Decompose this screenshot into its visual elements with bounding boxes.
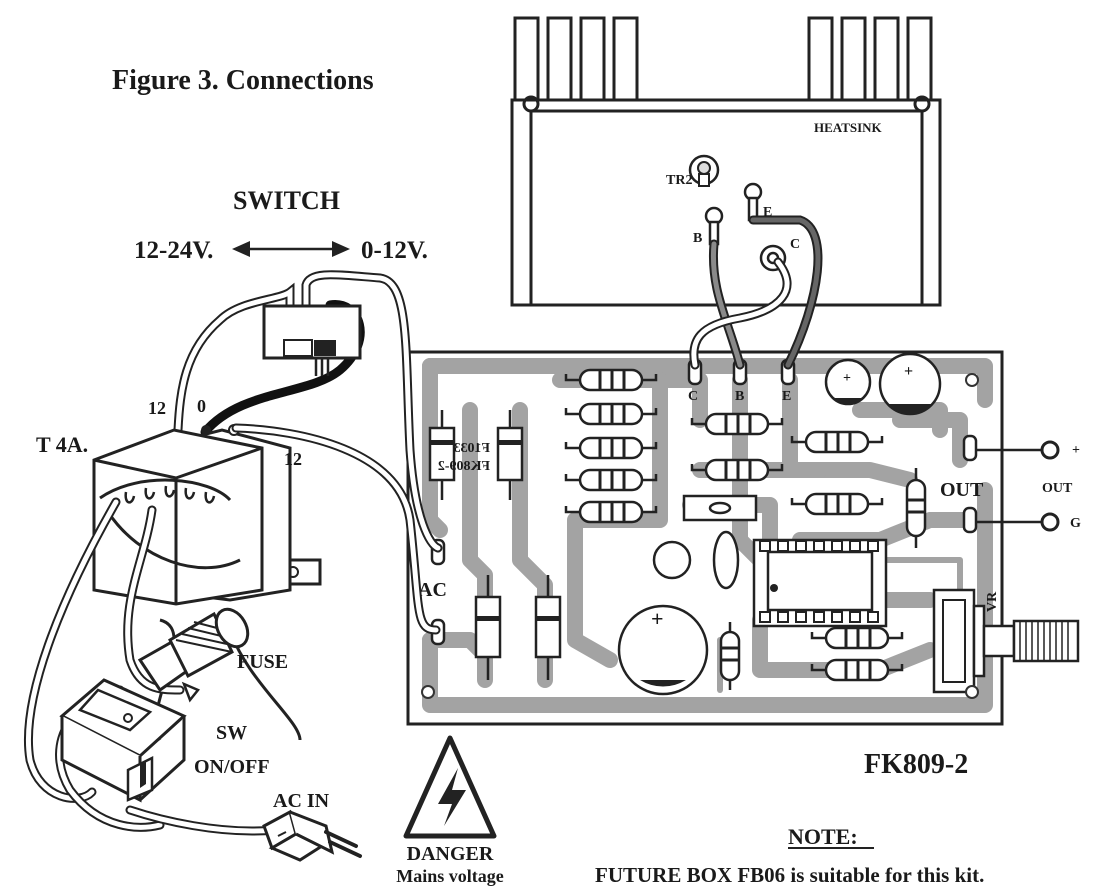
switch-left-range: 12-24V. bbox=[134, 237, 213, 264]
pcb-pin-c-label: C bbox=[688, 389, 698, 404]
transformer-tap-0: 0 bbox=[197, 396, 206, 416]
fuse-label: FUSE bbox=[237, 651, 288, 673]
output-label: OUT bbox=[1042, 481, 1073, 496]
cap-plus-mark-2: + bbox=[904, 363, 913, 380]
cap-plus-mark-1: + bbox=[843, 371, 851, 386]
transformer-icon bbox=[92, 424, 322, 741]
pcb-board: F1033 FK809-2 bbox=[406, 350, 1080, 726]
heatsink-label: HEATSINK bbox=[814, 120, 883, 135]
pcb-out-label: OUT bbox=[940, 479, 984, 501]
heatsink-pin-c-label: C bbox=[790, 237, 800, 252]
diode-icons bbox=[428, 410, 562, 680]
switch-right-range: 0-12V. bbox=[361, 237, 428, 264]
pcb-pin-e-label: E bbox=[782, 389, 791, 404]
regulator-icon bbox=[682, 494, 758, 522]
output-ground-label: G bbox=[1070, 516, 1081, 531]
transformer-tap-12-b: 12 bbox=[284, 449, 302, 469]
switch-title: SWITCH bbox=[233, 186, 340, 215]
heatsink-pin-b-label: B bbox=[693, 231, 702, 246]
double-arrow-icon bbox=[232, 241, 350, 257]
selector-switch bbox=[173, 270, 443, 553]
transformer-tap-12-a: 12 bbox=[148, 398, 166, 418]
heatsink bbox=[510, 16, 942, 307]
cap-plus-mark-3: + bbox=[651, 606, 664, 631]
capacitor-icons bbox=[617, 352, 942, 696]
ic-chip-icon bbox=[752, 538, 888, 628]
potentiometer-icon bbox=[932, 588, 1080, 694]
heatsink-pin-e-label: E bbox=[763, 205, 772, 220]
pcb-pin-b-label: B bbox=[735, 389, 744, 404]
figure-title: Figure 3. Connections bbox=[112, 65, 374, 96]
vr-label: VR bbox=[985, 591, 1000, 612]
power-switch-icon bbox=[59, 678, 187, 803]
danger-label: DANGER bbox=[407, 843, 494, 865]
output-terminals bbox=[976, 440, 1060, 532]
note-text: FUTURE BOX FB06 is suitable for this kit… bbox=[595, 863, 984, 887]
tr2-mount-icon bbox=[688, 154, 720, 187]
note-heading: NOTE: bbox=[788, 824, 858, 849]
ac-label: AC bbox=[418, 579, 447, 601]
silkscreen-text-a: F1033 bbox=[453, 441, 490, 456]
ac-in-label: AC IN bbox=[273, 790, 330, 812]
silkscreen-text-b: FK809-2 bbox=[438, 459, 490, 474]
fuse-holder-icon bbox=[137, 607, 250, 703]
transistor-wires bbox=[689, 215, 823, 370]
high-voltage-warning-icon bbox=[403, 735, 497, 839]
tr2-label: TR2 bbox=[666, 173, 692, 188]
ac-plug-icon bbox=[262, 809, 362, 862]
mains-voltage-label: Mains voltage bbox=[396, 866, 504, 886]
sw-label-line1: SW bbox=[216, 722, 247, 744]
board-name: FK809-2 bbox=[864, 749, 968, 780]
output-plus-label: + bbox=[1072, 443, 1080, 458]
sw-label-line2: ON/OFF bbox=[194, 756, 270, 778]
transformer-label: T 4A. bbox=[36, 432, 88, 457]
